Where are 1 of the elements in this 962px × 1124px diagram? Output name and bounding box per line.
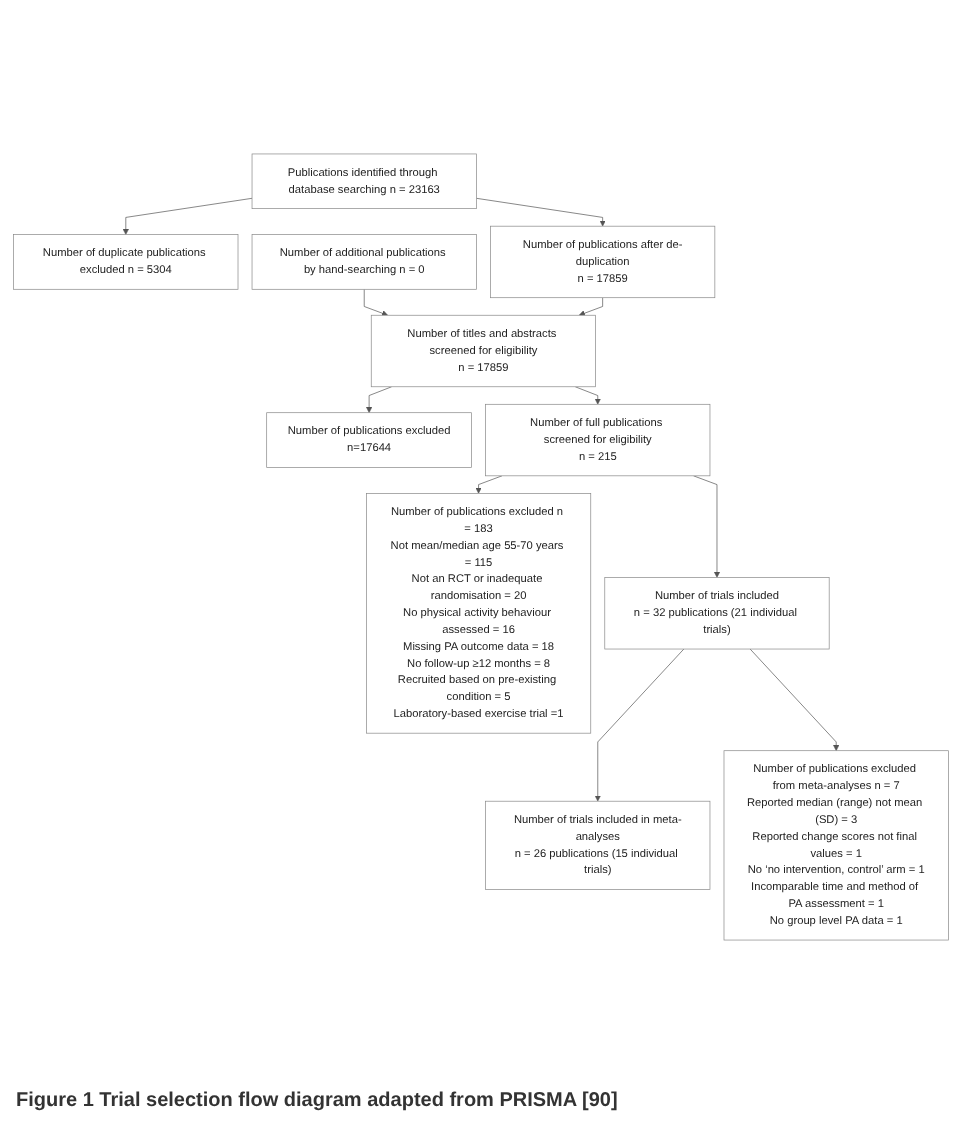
figure-caption: Figure 1 Trial selection flow diagram adapted from PRISMA [90] xyxy=(14,1088,620,1116)
